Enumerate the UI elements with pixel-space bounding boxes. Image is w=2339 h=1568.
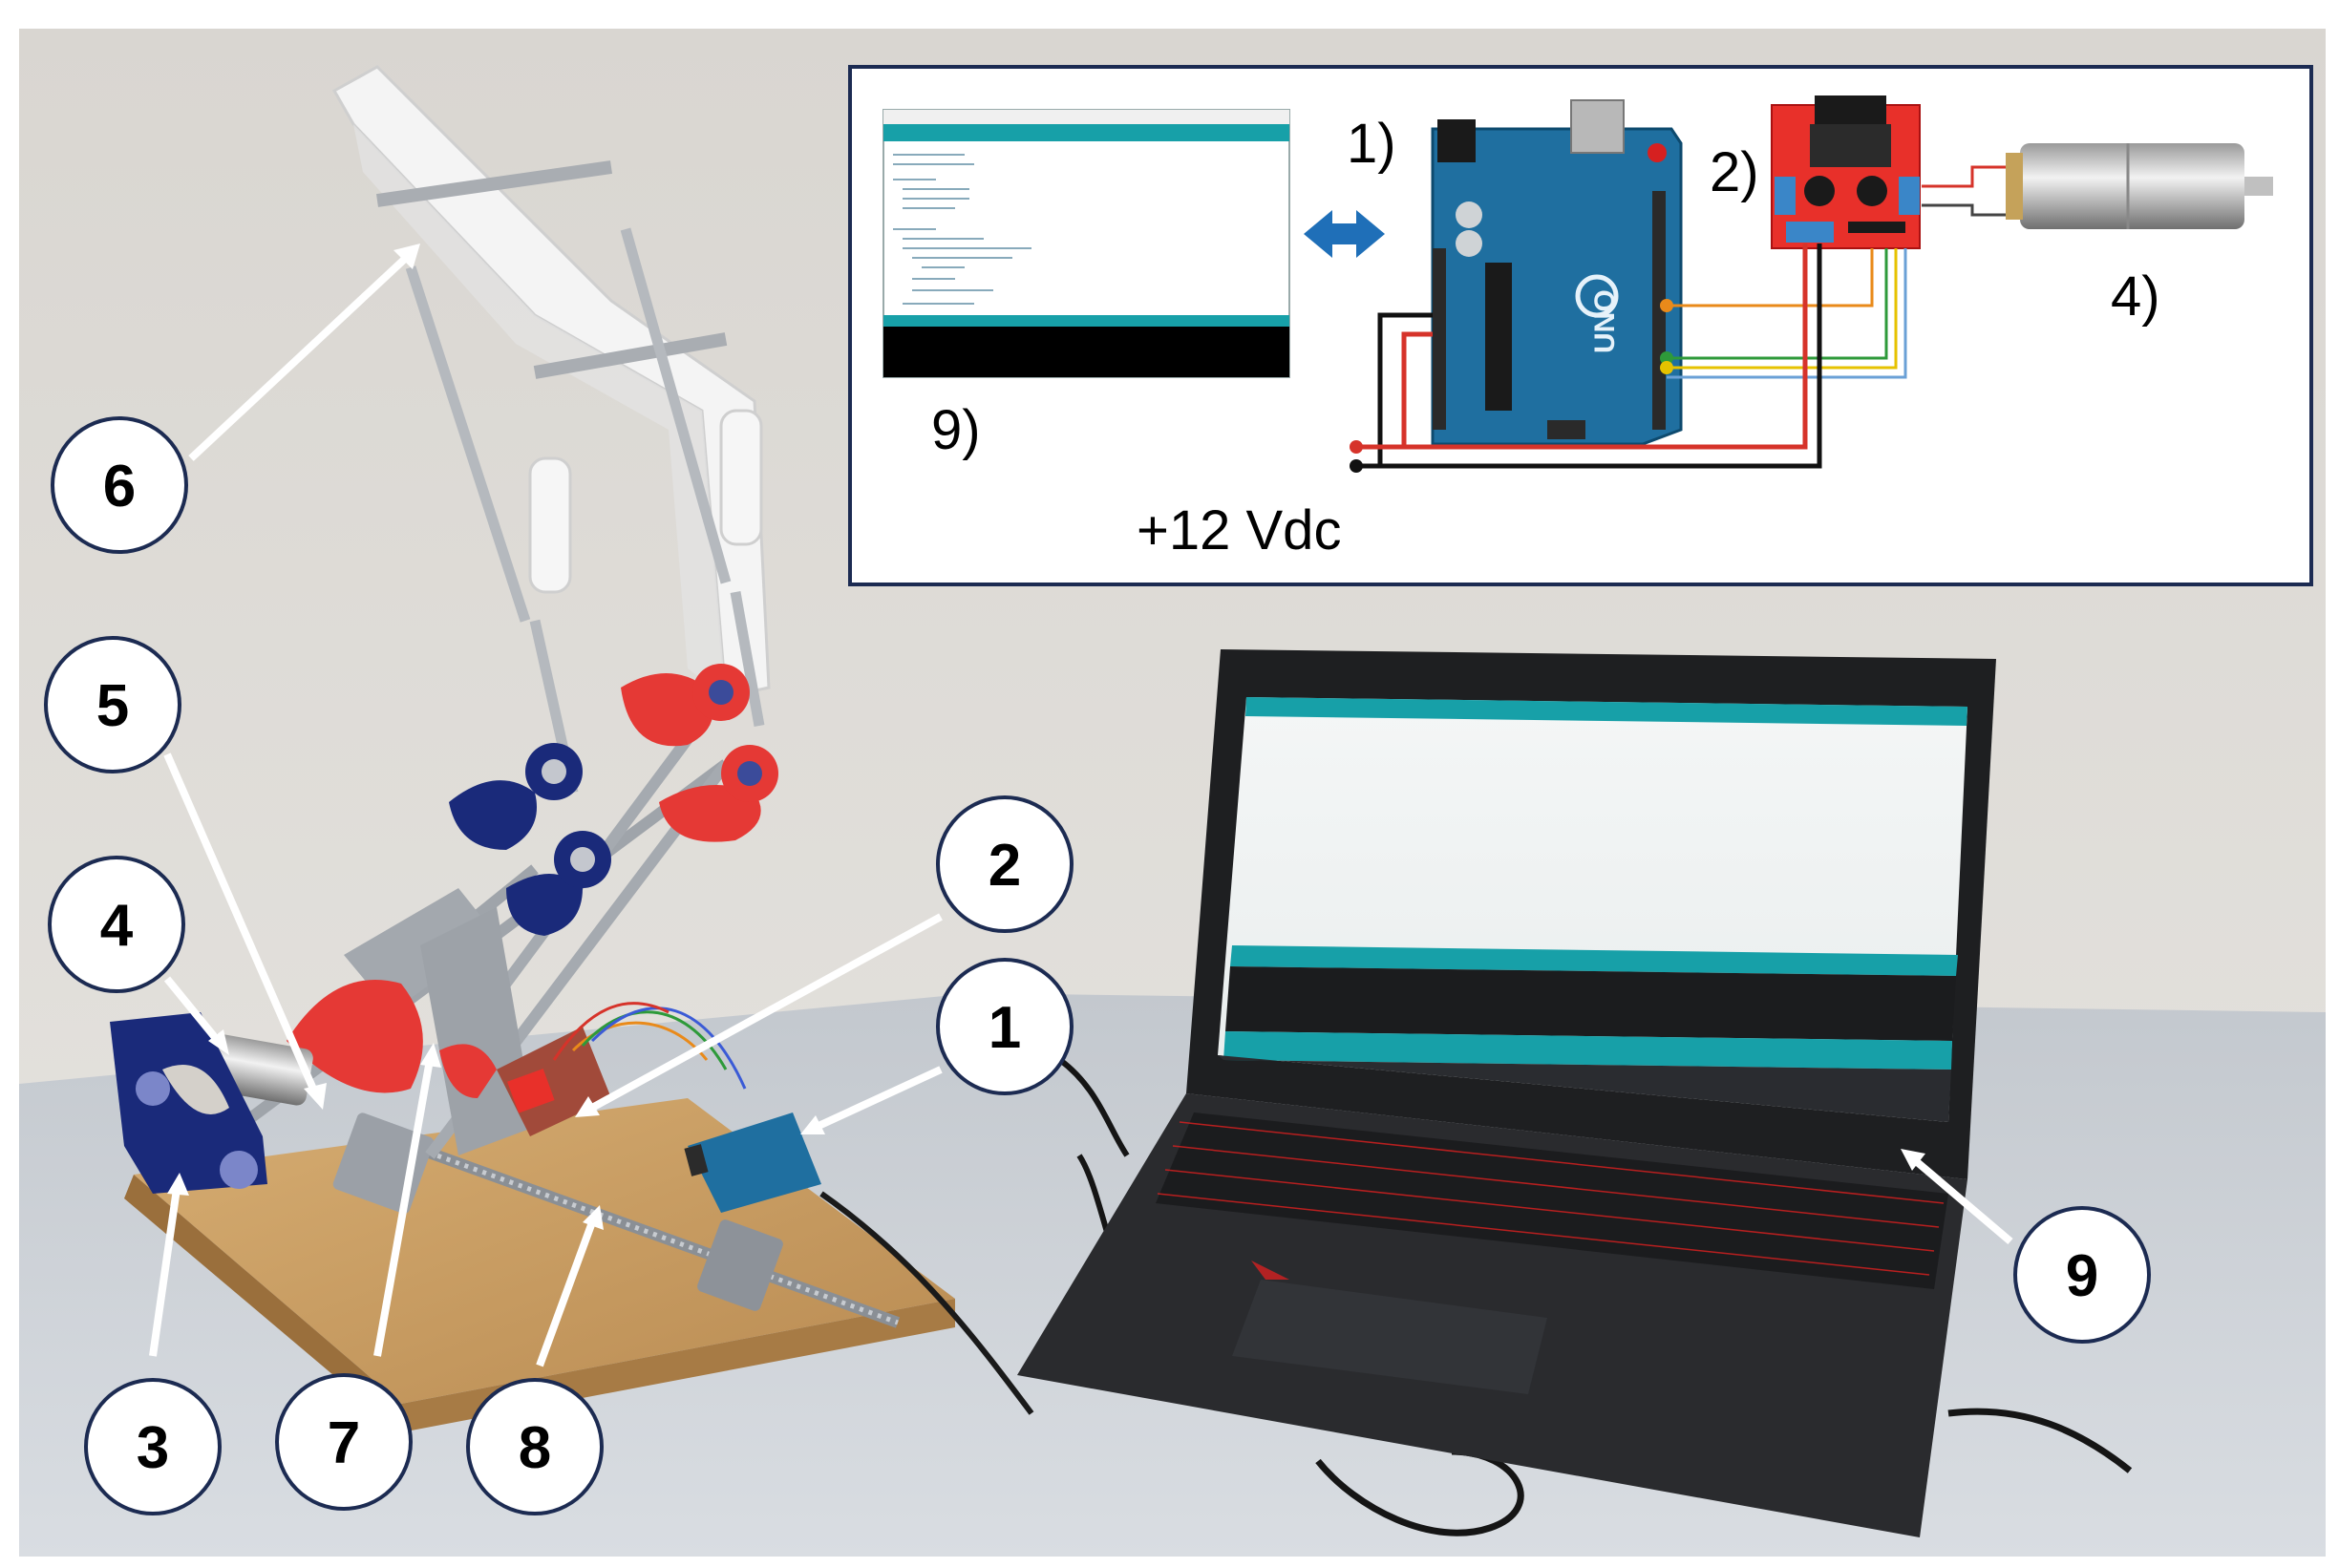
- svg-text:1: 1: [989, 995, 1021, 1061]
- callout-4: 4: [48, 856, 185, 993]
- svg-text:7: 7: [328, 1410, 360, 1476]
- svg-text:8: 8: [519, 1415, 551, 1481]
- label-4-motor: 4): [2111, 265, 2160, 328]
- motor-driver: [1771, 95, 1921, 249]
- label-2-driver: 2): [1710, 141, 1759, 203]
- callout-circles: 6 5 4 3 7 8 2 1: [44, 416, 2151, 1515]
- callout-6: 6: [51, 416, 188, 554]
- svg-text:2: 2: [989, 833, 1021, 899]
- laptop: [1017, 649, 2133, 1537]
- svg-text:6: 6: [103, 454, 136, 519]
- callout-arrows: [149, 244, 2013, 1367]
- svg-text:3: 3: [137, 1415, 169, 1481]
- callout-3: 3: [84, 1378, 222, 1515]
- callout-5: 5: [44, 636, 181, 773]
- callout-1: 1: [936, 958, 1074, 1095]
- svg-text:4: 4: [100, 893, 134, 959]
- wiring-inset: 9) UNO 1): [848, 65, 2313, 586]
- ide-screenshot: [882, 109, 1290, 378]
- dc-motor: [2006, 143, 2273, 229]
- wires: [1350, 165, 2006, 473]
- bidirectional-arrow-icon: [1304, 210, 1385, 258]
- svg-text:9: 9: [2066, 1243, 2098, 1309]
- svg-text:5: 5: [96, 673, 129, 739]
- arduino-board: UNO: [1431, 99, 1683, 446]
- electronics: [497, 1002, 1034, 1415]
- callout-2: 2: [936, 795, 1074, 933]
- callout-8: 8: [466, 1378, 604, 1515]
- label-1-arduino: 1): [1347, 113, 1396, 175]
- callout-9: 9: [2013, 1206, 2151, 1344]
- callout-7: 7: [275, 1373, 413, 1511]
- label-9-software: 9): [931, 399, 981, 461]
- label-supply-voltage: +12 Vdc: [1137, 499, 1341, 562]
- exoskeleton-frame: [110, 65, 778, 1194]
